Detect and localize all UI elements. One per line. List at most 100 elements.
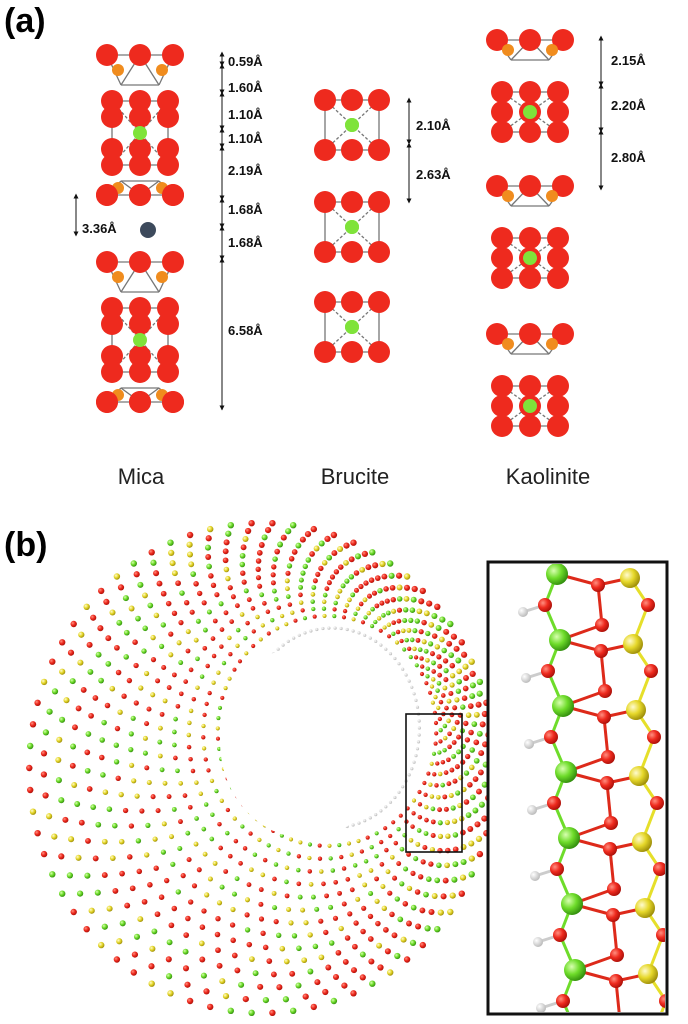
nanotube-atom bbox=[92, 695, 99, 701]
nanotube-atom bbox=[453, 645, 460, 652]
nanotube-atom bbox=[172, 729, 177, 735]
nanotube-atom bbox=[109, 609, 116, 616]
kaolinite-layer bbox=[486, 29, 574, 143]
nanotube-atom bbox=[436, 654, 442, 660]
nanotube-atom bbox=[330, 868, 336, 873]
hydrogen-atom bbox=[379, 809, 383, 813]
oxygen-atom bbox=[601, 750, 615, 764]
nanotube-atom bbox=[87, 668, 94, 675]
nanotube-atom bbox=[131, 951, 139, 958]
nanotube-atom bbox=[296, 945, 302, 952]
nanotube-atom bbox=[434, 644, 440, 650]
nanotube-atom bbox=[449, 682, 455, 688]
nanotube-atom bbox=[393, 840, 399, 846]
nanotube-atom bbox=[248, 1009, 255, 1016]
nanotube-atom bbox=[208, 573, 214, 579]
oxygen-atom bbox=[96, 184, 118, 206]
nanotube-atom bbox=[55, 777, 62, 784]
nanotube-atom bbox=[295, 542, 302, 549]
nanotube-atom bbox=[161, 664, 167, 671]
nanotube-atom bbox=[476, 788, 482, 795]
oxygen-atom bbox=[486, 323, 508, 345]
nanotube-atom bbox=[468, 855, 475, 862]
nanotube-atom bbox=[202, 851, 208, 857]
inset-frame bbox=[486, 560, 669, 1016]
nanotube-atom bbox=[186, 551, 194, 558]
nanotube-atom bbox=[420, 664, 425, 669]
hydrogen-atom bbox=[407, 773, 411, 777]
nanotube-atom bbox=[136, 868, 143, 875]
oxygen-atom bbox=[552, 29, 574, 51]
nanotube-atom bbox=[188, 667, 194, 673]
nanotube-atom bbox=[425, 674, 430, 679]
nanotube-atom bbox=[428, 690, 433, 695]
nanotube-atom bbox=[450, 805, 456, 811]
nanotube-atom bbox=[204, 701, 209, 707]
nanotube-atom bbox=[210, 812, 215, 817]
nanotube-atom bbox=[328, 904, 334, 910]
nanotube-atom bbox=[171, 806, 177, 812]
nanotube-atom bbox=[387, 890, 393, 896]
nanotube-atom bbox=[80, 686, 87, 693]
kaolinite-spacing-label: 2.15Å bbox=[611, 53, 646, 68]
nanotube-atom bbox=[419, 907, 426, 914]
nanotube-atom bbox=[173, 716, 178, 722]
nanotube-atom bbox=[297, 894, 303, 900]
nanotube-atom bbox=[437, 833, 444, 840]
nanotube-atom bbox=[458, 639, 465, 646]
nanotube-atom bbox=[56, 736, 63, 743]
nanotube-atom bbox=[423, 648, 429, 654]
nanotube-atom bbox=[147, 602, 154, 609]
nanotube-atom bbox=[133, 933, 141, 940]
nanotube-atom bbox=[359, 849, 365, 854]
nanotube-atom bbox=[368, 868, 374, 873]
nanotube-atom bbox=[277, 541, 284, 548]
nanotube-atom bbox=[217, 746, 222, 751]
nanotube-atom bbox=[279, 833, 284, 838]
nanotube-atom bbox=[229, 922, 236, 928]
nanotube-atom bbox=[210, 582, 217, 588]
nanotube-atom bbox=[59, 890, 66, 897]
nanotube-atom bbox=[186, 744, 192, 750]
nanotube-atom bbox=[175, 768, 180, 774]
nanotube-atom bbox=[204, 892, 210, 898]
aluminium-atom bbox=[549, 629, 571, 651]
nanotube-atom bbox=[159, 767, 165, 773]
nanotube-atom bbox=[106, 905, 113, 912]
oxygen-atom bbox=[341, 139, 363, 161]
nanotube-atom bbox=[286, 563, 293, 569]
nanotube-atom bbox=[183, 679, 189, 684]
nanotube-atom bbox=[341, 866, 347, 871]
nanotube-atom bbox=[436, 680, 442, 686]
nanotube-atom bbox=[442, 658, 449, 664]
nanotube-atom bbox=[276, 847, 281, 853]
nanotube-atom bbox=[391, 631, 396, 636]
nanotube-atom bbox=[243, 636, 248, 641]
nanotube-atom bbox=[215, 726, 220, 731]
nanotube-atom bbox=[451, 726, 457, 732]
nanotube-atom bbox=[333, 600, 338, 606]
nanotube-atom bbox=[324, 586, 330, 592]
nanotube-atom bbox=[153, 612, 160, 619]
nanotube-atom bbox=[355, 896, 361, 902]
hydrogen-atom bbox=[536, 1003, 546, 1012]
nanotube-atom bbox=[184, 600, 190, 606]
nanotube-atom bbox=[363, 615, 368, 620]
nanotube-atom bbox=[175, 889, 181, 895]
zoom-region-box bbox=[405, 713, 463, 853]
nanotube-atom bbox=[27, 742, 34, 750]
oxygen-atom bbox=[552, 175, 574, 197]
nanotube-atom bbox=[383, 586, 389, 592]
nanotube-atom bbox=[434, 731, 439, 736]
nanotube-atom bbox=[215, 916, 221, 922]
nanotube-atom bbox=[407, 646, 412, 651]
nanotube-atom bbox=[188, 561, 195, 568]
nanotube-atom bbox=[359, 951, 366, 958]
silicon-atom bbox=[112, 64, 124, 76]
nanotube-atom bbox=[428, 622, 435, 628]
nanotube-atom bbox=[410, 596, 417, 603]
nanotube-atom bbox=[288, 837, 294, 842]
oxygen-atom bbox=[157, 90, 179, 112]
nanotube-atom bbox=[67, 649, 75, 656]
oxygen-atom bbox=[129, 106, 151, 128]
